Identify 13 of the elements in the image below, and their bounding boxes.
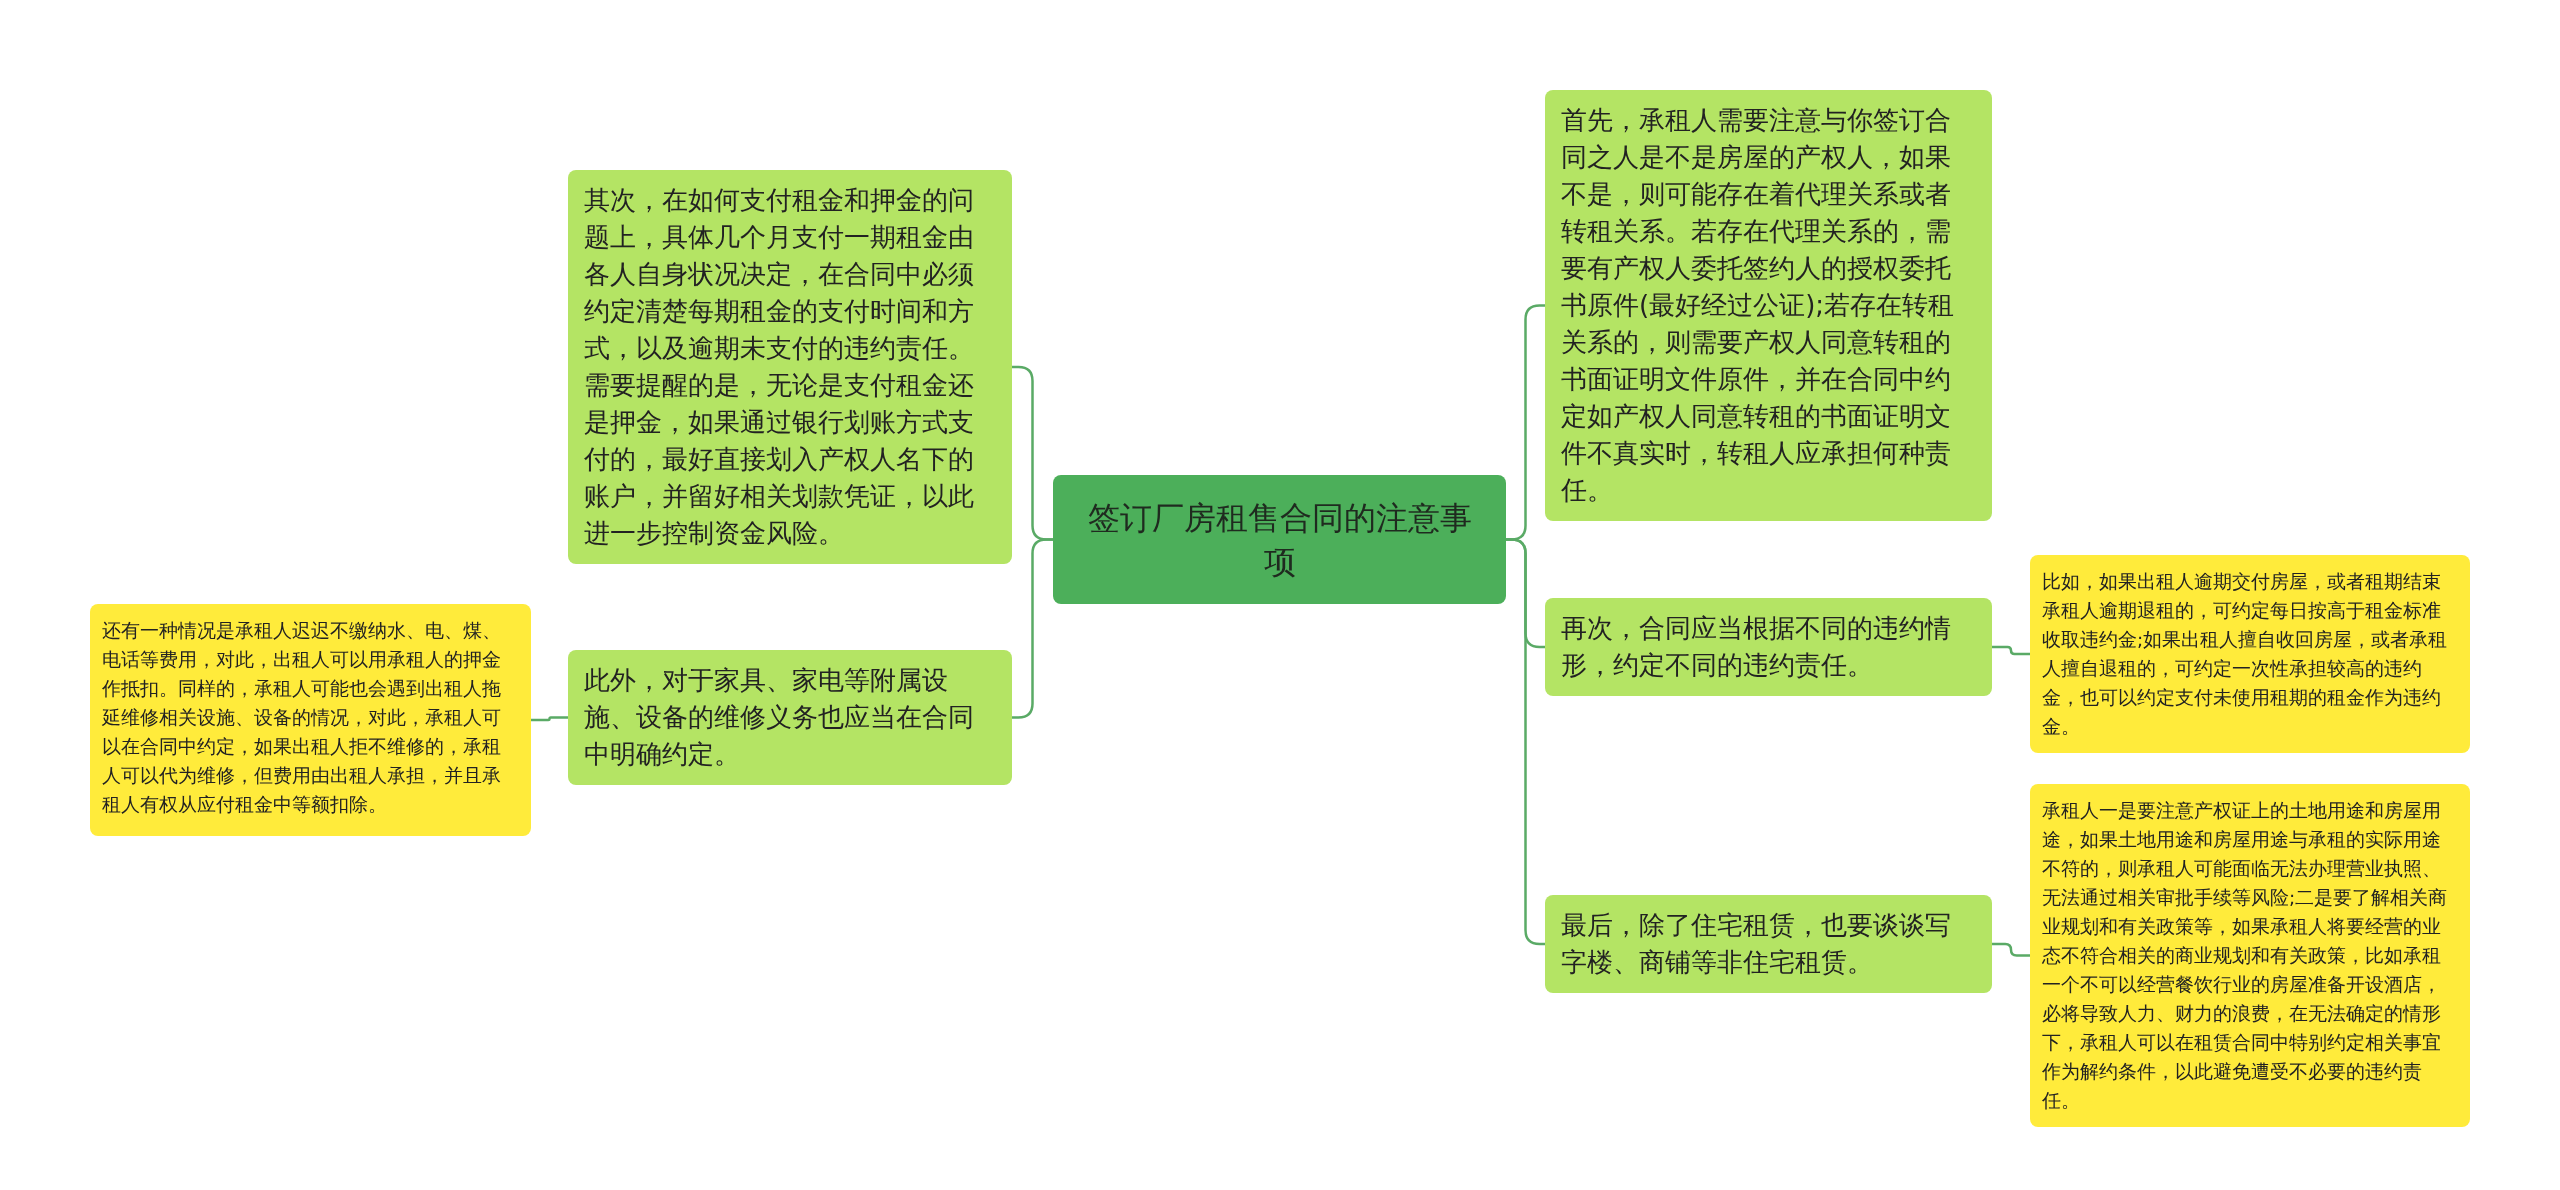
topic-box: 最后，除了住宅租赁，也要谈谈写字楼、商铺等非住宅租赁。 (1545, 895, 1992, 993)
topic-box: 再次，合同应当根据不同的违约情形，约定不同的违约责任。 (1545, 598, 1992, 696)
connector-line (1992, 942, 2030, 957)
topic-box: 其次，在如何支付租金和押金的问题上，具体几个月支付一期租金由各人自身状况决定，在合同中必须约定清楚每期租金的支付时间和方式，以及逾期未支付的违约责任。需要提醒的是，无论是支付租金还是押金，如果通过银行划账方式支付的，最好直接划入产权人名下的账户，并留好相关划款凭证，以此进一步控制资金风险。 (568, 170, 1012, 564)
connector-line (1012, 538, 1053, 719)
note-box: 还有一种情况是承租人迟迟不缴纳水、电、煤、电话等费用，对此，出租人可以用承租人的押金作抵扣。同样的，承租人可能也会遇到出租人拖延维修相关设施、设备的情况，对此，承租人可以在合同中约定，如果出租人拒不维修的，承租人可以代为维修，但费用由出租人承担，并且承租人有权从应付租金中等额扣除。 (90, 604, 531, 836)
topic-box: 首先，承租人需要注意与你签订合同之人是不是房屋的产权人，如果不是，则可能存在着代理关系或者转租关系。若存在代理关系的，需要有产权人委托签约人的授权委托书原件(最好经过公证);若存在转租关系的，则需要产权人同意转租的书面证明文件原件，并在合同中约定如产权人同意转租的书面证明文件不真实时，转租人应承担何种责任。 (1545, 90, 1992, 521)
note-box: 比如，如果出租人逾期交付房屋，或者租期结束承租人逾期退租的，可约定每日按高于租金标准收取违约金;如果出租人擅自收回房屋，或者承租人擅自退租的，可约定一次性承担较高的违约金，也可以约定支付未使用租期的租金作为违约金。 (2030, 555, 2470, 753)
connector-line (1992, 645, 2030, 656)
topic-box: 签订厂房租售合同的注意事项 (1053, 475, 1506, 604)
note-box: 承租人一是要注意产权证上的土地用途和房屋用途，如果土地用途和房屋用途与承租的实际用途不符的，则承租人可能面临无法办理营业执照、无法通过相关审批手续等风险;二是要了解相关商业规划和有关政策等，如果承租人将要经营的业态不符合相关的商业规划和有关政策，比如承租一个不可以经营餐饮行业的房屋准备开设酒店，必将导致人力、财力的浪费，在无法确定的情形下，承租人可以在租赁合同中特别约定相关事宜作为解约条件，以此避免遭受不必要的违约责任。 (2030, 784, 2470, 1127)
topic-box: 此外，对于家具、家电等附属设施、设备的维修义务也应当在合同中明确约定。 (568, 650, 1012, 785)
connector-line (531, 716, 568, 722)
